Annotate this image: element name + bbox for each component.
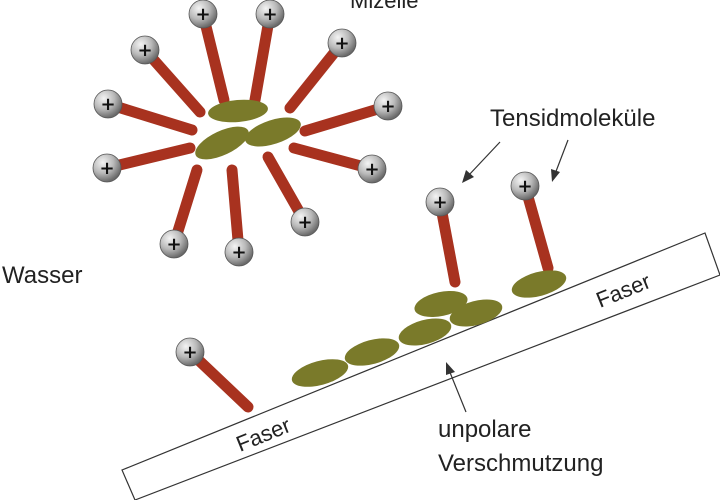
heads: + + + + + + + + + + + + + + [92,0,540,367]
svg-text:+: + [380,96,395,117]
dirt-label-line1: unpolare [438,416,531,443]
svg-text:+: + [432,192,447,213]
water-label: Wasser [2,262,82,289]
arrow-icon [462,141,501,183]
surfactants-label: Tensidmoleküle [490,105,655,132]
fiber-label-left: Faser [233,412,295,456]
polar-head-icon: + [357,154,387,184]
arrows [446,139,569,413]
svg-text:+: + [99,158,114,179]
polar-head-icon: + [188,0,218,29]
polar-head-icon: + [290,207,320,237]
polar-head-icon: + [425,187,455,217]
polar-head-icon: + [373,91,403,121]
dirt-blob [208,99,268,123]
polar-head-icon: + [510,171,540,201]
micelle-tail [299,100,394,137]
dirt-blob [511,270,567,298]
dirt-blob [291,359,349,387]
polar-head-icon: + [327,28,357,58]
svg-text:+: + [517,176,532,197]
micelle-tail [197,8,230,106]
svg-text:+: + [334,33,349,54]
arrow-icon [551,139,569,182]
svg-text:+: + [166,234,181,255]
fiber-rectangle [121,232,720,500]
svg-text:+: + [182,342,197,363]
micelle [101,8,394,258]
polar-head-icon: + [159,229,189,259]
dirt-blob [245,117,301,147]
svg-text:+: + [231,242,246,263]
dirt-blob [195,126,249,160]
dirt-blob [344,338,400,366]
polar-head-icon: + [255,0,285,29]
svg-text:+: + [364,159,379,180]
micelle-label: Mizelle [350,0,418,13]
polar-head-icon: + [224,237,254,267]
dirt-label-line2: Verschmutzung [438,450,603,477]
svg-text:+: + [100,94,115,115]
svg-text:+: + [195,4,210,25]
svg-text:+: + [262,4,277,25]
polar-head-icon: + [93,89,123,119]
svg-text:+: + [297,212,312,233]
dirt-blob [414,290,468,318]
polar-head-icon: + [92,153,122,183]
arrow-icon [446,362,467,413]
svg-text:+: + [137,40,152,61]
polar-head-icon: + [130,35,160,65]
micelle-tail [249,8,276,106]
micelle-tail [102,98,198,136]
polar-head-icon: + [175,337,205,367]
dirt-blob [398,318,452,346]
dirt-on-fiber [291,270,567,387]
